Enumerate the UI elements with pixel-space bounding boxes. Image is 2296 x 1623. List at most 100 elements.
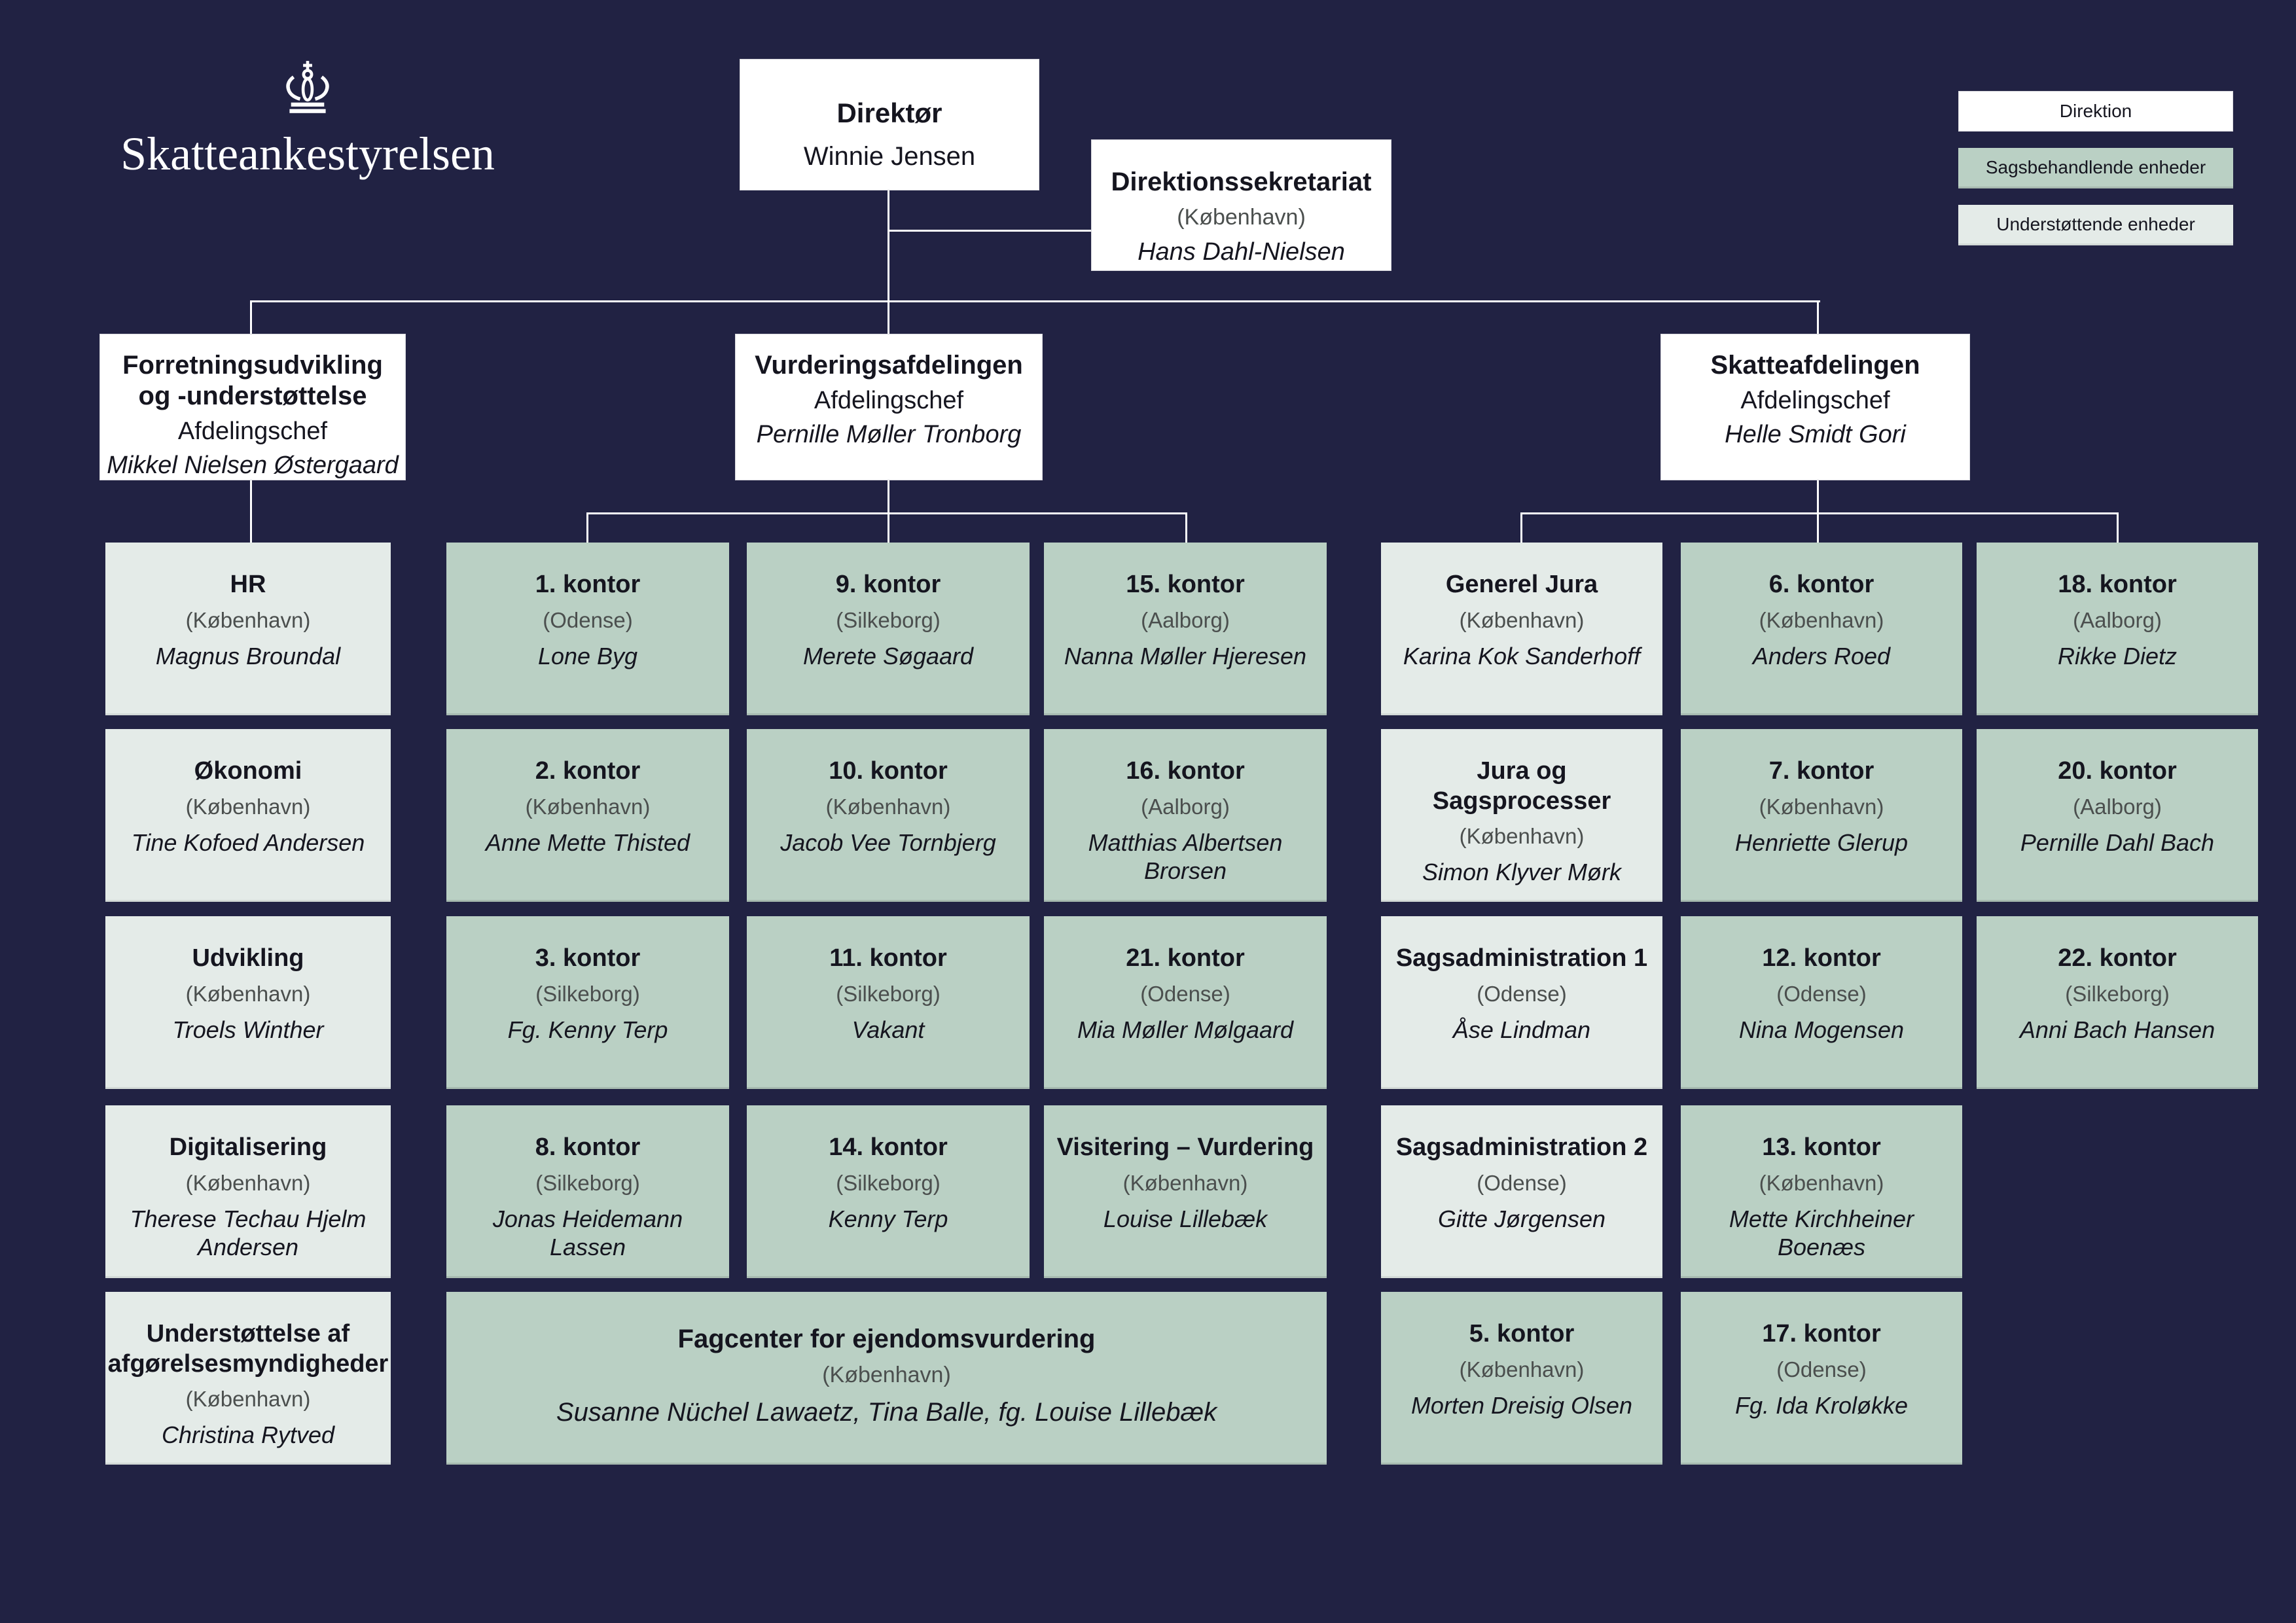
unit-location: (Silkeborg) [836,1170,941,1195]
unit-name: Nanna Møller Hjeresen [1064,642,1307,669]
connector-sekretariat-branch [888,230,1093,232]
dept-chief-name: Helle Smidt Gori [1725,421,1906,449]
connector-main-horizontal [250,300,1820,302]
unit-name: Kenny Terp [828,1205,948,1232]
unit-name: Mette Kirchheiner Boenæs [1729,1205,1914,1260]
unit-location: (Silkeborg) [535,1170,640,1195]
unit-box-13-kontor: 13. kontor (København) Mette Kirchheiner… [1681,1105,1962,1278]
connector-right-stub-2 [1817,512,1819,543]
unit-box-15-kontor: 15. kontor (Aalborg) Nanna Møller Hjeres… [1044,543,1327,715]
dept-chief-name: Mikkel Nielsen Østergaard [107,452,399,480]
secretariat-name: Hans Dahl-Nielsen [1138,238,1345,266]
unit-location: (Aalborg) [2073,607,2162,632]
unit-title: 20. kontor [2058,757,2177,785]
unit-box-visitering-vurdering: Visitering – Vurdering (København) Louis… [1044,1105,1327,1278]
connector-mid-drop [888,480,889,514]
unit-name: Merete Søgaard [802,642,974,669]
unit-location: (København) [185,981,311,1006]
unit-location: (København) [822,1363,951,1387]
dept-title: Vurderingsafdelingen [755,351,1023,380]
dept-role: Afdelingschef [177,418,328,446]
unit-location: (Odense) [1776,981,1867,1006]
unit-title: Generel Jura [1445,571,1598,598]
unit-location: (København) [1759,794,1884,819]
dept-role: Afdelingschef [1740,387,1890,415]
unit-location: (Silkeborg) [535,981,640,1006]
unit-name: Fg. Ida Kroløkke [1734,1391,1909,1419]
unit-title: HR [230,571,266,598]
unit-location: (København) [1459,607,1585,632]
unit-box-14-kontor: 14. kontor (Silkeborg) Kenny Terp [747,1105,1030,1278]
unit-name: Rikke Dietz [2057,642,2178,669]
crown-icon [286,61,329,113]
unit-name: Fg. Kenny Terp [507,1016,668,1043]
legend-item-sagsbehandlende: Sagsbehandlende enheder [1958,148,2233,188]
unit-name: Simon Klyver Mørk [1422,859,1622,886]
unit-title: 10. kontor [829,757,948,785]
unit-name: Christina Rytved [161,1421,335,1449]
unit-location: (Odense) [543,607,633,632]
unit-title: 1. kontor [535,571,641,598]
unit-title: 6. kontor [1768,571,1874,598]
agency-logo-text: Skatteankestyrelsen [120,128,495,180]
unit-name: Morten Dreisig Olsen [1410,1391,1633,1419]
unit-location: (Silkeborg) [836,981,941,1006]
dept-header-vurderingsafdelingen: Vurderingsafdelingen Afdelingschef Perni… [735,334,1043,480]
unit-title: Udvikling [192,944,304,972]
dept-title: Skatteafdelingen [1710,351,1920,380]
unit-box-20-kontor: 20. kontor (Aalborg) Pernille Dahl Bach [1977,729,2258,902]
unit-location: (København) [185,1387,311,1412]
unit-box-3-kontor: 3. kontor (Silkeborg) Fg. Kenny Terp [446,916,729,1089]
connector-left-drop [250,480,252,543]
unit-box-21-kontor: 21. kontor (Odense) Mia Møller Mølgaard [1044,916,1327,1089]
unit-location: (København) [1459,824,1585,849]
unit-location: (Odense) [1477,1170,1567,1195]
unit-box-16-kontor: 16. kontor (Aalborg) Matthias Albertsen … [1044,729,1327,902]
unit-title: 17. kontor [1762,1320,1881,1347]
connector-right-horizontal [1520,512,2119,514]
unit-title: 18. kontor [2058,571,2177,598]
unit-box-hr: HR (København) Magnus Broundal [105,543,391,715]
secretariat-title: Direktionssekretariat [1111,168,1372,196]
unit-box-17-kontor: 17. kontor (Odense) Fg. Ida Kroløkke [1681,1292,1962,1465]
unit-title: 7. kontor [1768,757,1874,785]
connector-right-stub-3 [2117,512,2119,543]
connector-stub-mid-dept [888,300,889,334]
unit-name: Tine Kofoed Andersen [131,829,365,856]
unit-location: (Aalborg) [2073,794,2162,819]
unit-name: Susanne Nüchel Lawaetz, Tina Balle, fg. … [556,1398,1217,1427]
connector-stub-right-dept [1817,300,1819,334]
director-name: Winnie Jensen [803,142,976,171]
unit-name: Anders Roed [1752,642,1891,669]
unit-name: Lone Byg [537,642,638,669]
connector-mid-stub-2 [888,512,889,543]
unit-box-8-kontor: 8. kontor (Silkeborg) Jonas Heidemann La… [446,1105,729,1278]
unit-box-udvikling: Udvikling (København) Troels Winther [105,916,391,1089]
unit-box-okonomi: Økonomi (København) Tine Kofoed Andersen [105,729,391,902]
unit-location: (København) [1122,1170,1248,1195]
unit-title: Økonomi [194,757,302,785]
dept-role: Afdelingschef [814,387,964,415]
unit-title: Visitering – Vurdering [1056,1133,1314,1161]
unit-box-jura-og-sagsprocesser: Jura og Sagsprocesser (København) Simon … [1381,729,1662,902]
connector-stub-left-dept [250,300,252,334]
unit-location: (Silkeborg) [2065,981,2170,1006]
unit-box-generel-jura: Generel Jura (København) Karina Kok Sand… [1381,543,1662,715]
unit-box-digitalisering: Digitalisering (København) Therese Techa… [105,1105,391,1278]
unit-name: Pernille Dahl Bach [2020,829,2215,856]
unit-location: (København) [1759,1170,1884,1195]
dept-title: Forretningsudvikling og -understøttelse [122,351,383,411]
dept-header-skatteafdelingen: Skatteafdelingen Afdelingschef Helle Smi… [1660,334,1970,480]
unit-title: 3. kontor [535,944,641,972]
secretariat-location: (København) [1177,205,1306,230]
unit-name: Karina Kok Sanderhoff [1403,642,1641,669]
unit-name: Matthias Albertsen Brorsen [1088,829,1283,884]
unit-box-fagcenter: Fagcenter for ejendomsvurdering (Københa… [446,1292,1327,1465]
unit-name: Nina Mogensen [1738,1016,1905,1043]
dept-header-forretningsudvikling: Forretningsudvikling og -understøttelse … [99,334,406,480]
connector-mid-stub-3 [1185,512,1187,543]
unit-name: Anne Mette Thisted [485,829,691,856]
unit-name: Therese Techau Hjelm Andersen [130,1205,367,1260]
unit-name: Anni Bach Hansen [2019,1016,2215,1043]
